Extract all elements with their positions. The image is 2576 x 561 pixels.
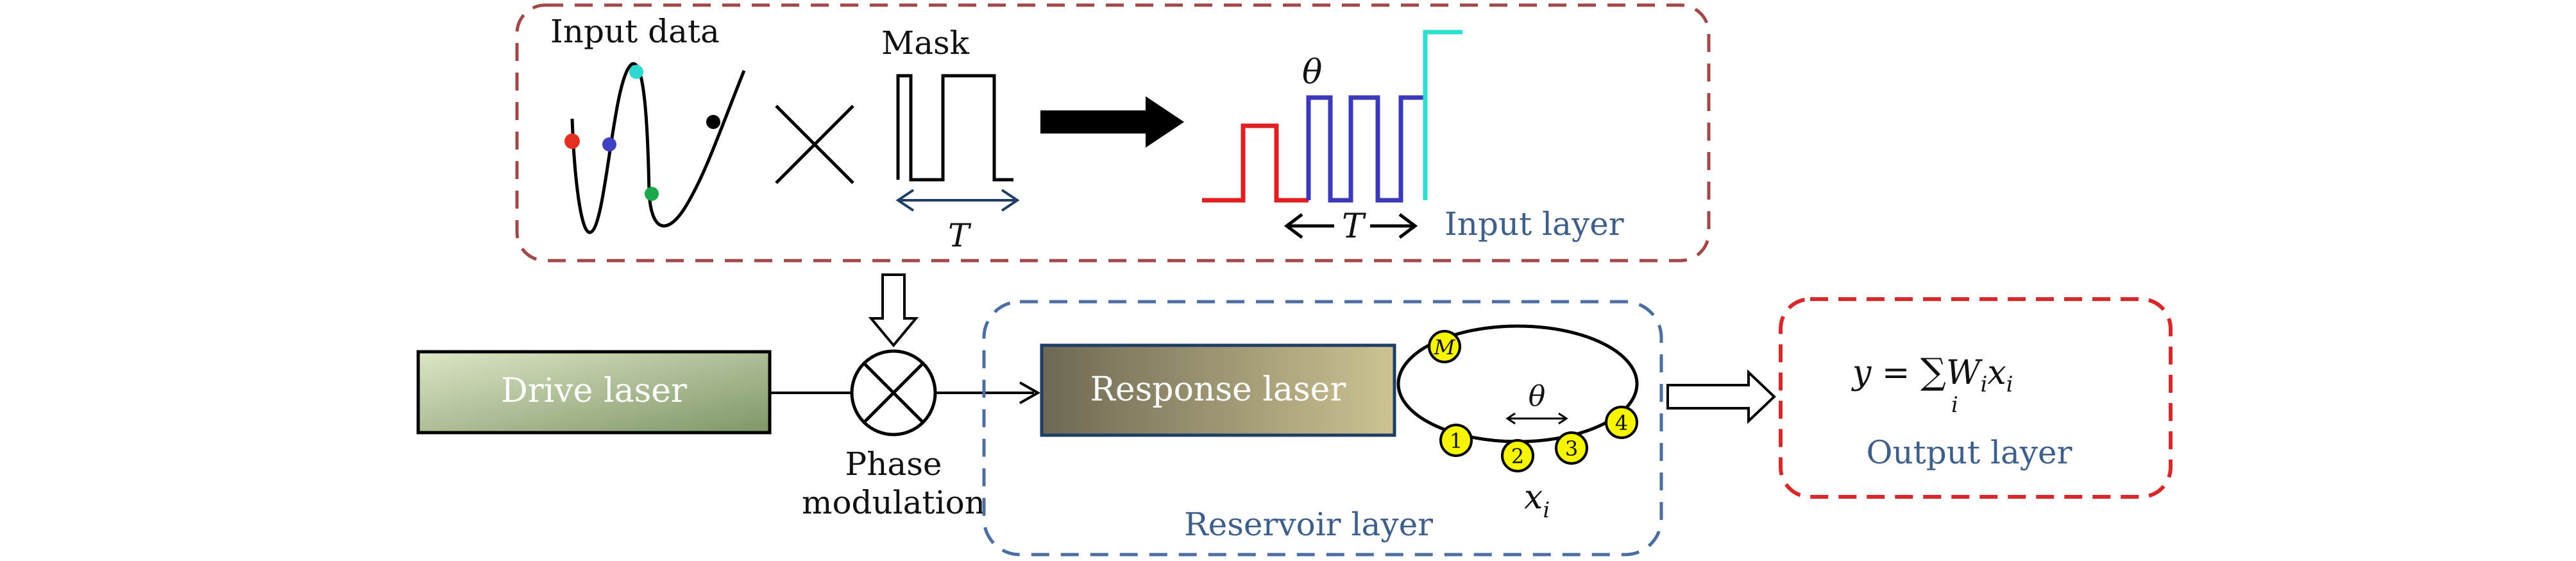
theta-label-input: θ (1302, 53, 1322, 92)
masked-signal-blue (1306, 95, 1428, 203)
phase-modulator-icon (850, 349, 937, 436)
svg-text:2: 2 (1511, 444, 1524, 469)
theta-label-reservoir: θ (1529, 380, 1546, 413)
virtual-node-2: 2 (1501, 439, 1534, 472)
virtual-node-1: 1 (1439, 424, 1473, 457)
multiply-icon (775, 105, 854, 184)
sum-symbol: ∑ (1920, 351, 1946, 393)
mask-period-label: T (948, 217, 972, 254)
svg-text:M: M (1434, 335, 1456, 359)
node-spacing-arrow (1505, 412, 1568, 425)
input-to-modulator-arrow (868, 273, 919, 348)
node-output-label: xi (1524, 478, 1550, 523)
svg-text:1: 1 (1450, 429, 1462, 453)
period-arrow (1284, 213, 1418, 239)
mask-label: Mask (881, 24, 970, 62)
node-output-subscript: i (1543, 497, 1550, 523)
svg-text:4: 4 (1615, 411, 1628, 435)
output-equation: y = ∑Wixi (1851, 351, 2013, 397)
drive-laser-box (416, 350, 772, 435)
period-label: T (1342, 207, 1366, 246)
phase-modulation-line2: modulation (802, 484, 985, 521)
input-data-label: Input data (550, 13, 720, 50)
input-point-black (706, 115, 720, 129)
input-point-purple (602, 137, 616, 151)
mask-period-arrow (895, 189, 1020, 212)
sum-index: i (1951, 392, 1958, 418)
masked-signal-red (1202, 123, 1309, 203)
drive-laser-label: Drive laser (501, 372, 687, 410)
reservoir-layer-label: Reservoir layer (1184, 506, 1433, 543)
svg-text:3: 3 (1565, 436, 1578, 461)
modulator-to-response-arrowhead (1019, 381, 1041, 404)
input-layer-box (515, 3, 1711, 263)
input-point-cyan (629, 65, 643, 79)
masked-signal-cyan (1423, 30, 1462, 200)
virtual-node-3: 3 (1555, 431, 1588, 465)
output-layer-label: Output layer (1866, 434, 2072, 471)
phase-modulation-line1: Phase (845, 445, 942, 483)
response-laser-box (1040, 343, 1396, 437)
reservoir-to-output-arrow (1666, 369, 1776, 424)
virtual-node-4: 4 (1605, 406, 1638, 439)
reservoir-layer-box (982, 300, 1663, 557)
response-laser-label: Response laser (1090, 370, 1346, 409)
input-data-curve (570, 62, 746, 234)
input-point-red (564, 134, 580, 149)
input-layer-label: Input layer (1445, 205, 1624, 243)
mask-waveform (896, 74, 1013, 182)
virtual-node-m: M (1428, 330, 1461, 363)
input-point-green (645, 187, 659, 201)
big-transform-arrow (1040, 96, 1184, 148)
